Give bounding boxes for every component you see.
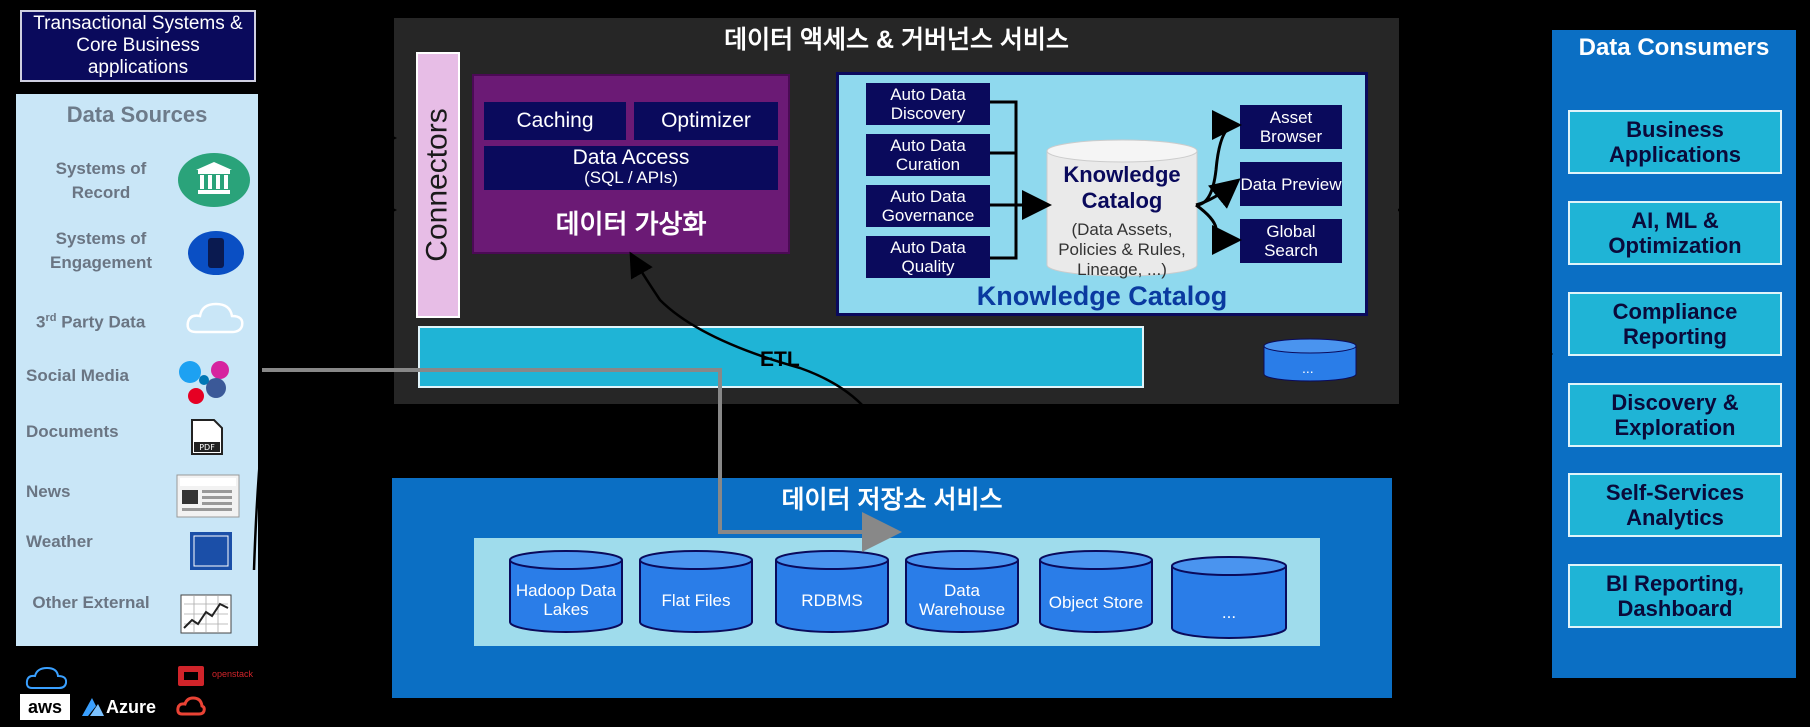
rdbms-label: RDBMS [801, 590, 863, 610]
data-storage-services-title: 데이터 저장소 서비스 [781, 486, 1003, 514]
data-warehouse-label: Data Warehouse [918, 581, 1006, 619]
flat-files-label: Flat Files [661, 590, 731, 610]
knowledge-catalog-footer: Knowledge Catalog [976, 280, 1228, 311]
connectors-box: Connectors [416, 52, 460, 318]
etl-bar: ETL [418, 326, 1144, 388]
caching-box: Caching [484, 102, 626, 140]
openstack-label: openstack [212, 669, 254, 679]
auto-data-quality: Auto Data Quality [866, 236, 990, 278]
svg-text:PDF: PDF [199, 443, 215, 452]
source-label-news: News [26, 482, 71, 501]
connectors-label: Connectors [421, 108, 455, 262]
arrow-external-to-connectors [252, 197, 397, 571]
line-graph-icon [180, 594, 232, 639]
data-access-label: Data Access [572, 146, 690, 169]
arrow-record-to-connectors [257, 125, 397, 198]
small-database-label: ... [1302, 360, 1314, 376]
hadoop-data-lakes-cylinder [508, 550, 624, 639]
object-store-cylinder [1038, 550, 1154, 639]
object-store-label: Object Store [1048, 592, 1144, 612]
small-database-icon [1262, 338, 1358, 389]
global-search-box: Global Search [1240, 219, 1342, 263]
data-virtualization-box: Caching Optimizer Data Access (SQL / API… [472, 74, 790, 254]
auto-data-discovery: Auto Data Discovery [866, 83, 990, 125]
consumer-ai-ml-optimization: AI, ML & Optimization [1568, 201, 1782, 265]
data-preview-box: Data Preview [1240, 162, 1342, 206]
knowledge-catalog-center-sub: (Data Assets, Policies & Rules, Lineage,… [1058, 220, 1186, 279]
data-consumers-title: Data Consumers [1578, 34, 1770, 61]
aws-label: aws [27, 696, 63, 717]
newspaper-icon [176, 474, 240, 523]
knowledge-catalog-box: Auto Data Discovery Auto Data Curation A… [836, 72, 1368, 316]
knowledge-catalog-center-title: Knowledge Catalog [1063, 162, 1181, 213]
azure-label: Azure [106, 697, 157, 717]
consumer-compliance-reporting: Compliance Reporting [1568, 292, 1782, 356]
etl-label: ETL [760, 348, 800, 371]
azure-logo [80, 696, 106, 723]
source-label-documents: Documents [26, 422, 119, 441]
source-label-systems-of-record: Systems of Record [55, 159, 147, 202]
source-label-other-external: Other External [32, 593, 150, 612]
arrow-storage-to-consumers [1393, 343, 1553, 588]
data-virtualization-title: 데이터 가상화 [555, 208, 707, 239]
cloud-icon [184, 298, 246, 343]
bank-icon [176, 152, 252, 213]
consumer-discovery-exploration: Discovery & Exploration [1568, 383, 1782, 447]
optimizer-box: Optimizer [634, 102, 778, 140]
source-label-social-media: Social Media [26, 366, 129, 385]
social-media-icon [176, 358, 236, 411]
data-warehouse-cylinder [904, 550, 1020, 639]
consumer-self-services-analytics: Self-Services Analytics [1568, 473, 1782, 537]
google-cloud-icon [176, 696, 206, 723]
aws-logo: aws [20, 694, 70, 720]
asset-browser-box: Asset Browser [1240, 105, 1342, 149]
arrow-access-to-consumers [1397, 208, 1553, 366]
auto-data-governance: Auto Data Governance [866, 185, 990, 227]
flat-files-cylinder [638, 550, 754, 639]
auto-data-curation: Auto Data Curation [866, 134, 990, 176]
more-storage-label: ... [1221, 602, 1237, 622]
openstack-logo [178, 664, 260, 693]
consumer-business-applications: Business Applications [1568, 110, 1782, 174]
data-access-sublabel: (SQL / APIs) [584, 168, 678, 187]
data-sources-title: Data Sources [66, 102, 208, 127]
knowledge-catalog-cylinder [1045, 139, 1199, 282]
data-access-box: Data Access (SQL / APIs) [484, 146, 778, 190]
pdf-icon: PDF [190, 418, 224, 461]
core-systems-box: Transactional Systems & Core Business ap… [20, 10, 256, 82]
mobile-phone-icon [186, 230, 246, 281]
weather-channel-icon [190, 532, 232, 575]
source-label-third-party: 3rd Party Data [36, 312, 146, 332]
source-label-weather: Weather [26, 532, 93, 551]
source-label-systems-of-engagement: Systems of Engagement [49, 229, 153, 272]
data-access-governance-title: 데이터 액세스 & 거버넌스 서비스 [724, 26, 1069, 54]
rdbms-cylinder [774, 550, 890, 639]
more-storage-cylinder [1170, 556, 1288, 645]
consumer-bi-reporting-dashboard: BI Reporting, Dashboard [1568, 564, 1782, 628]
ibm-cloud-icon [24, 664, 70, 697]
hadoop-data-lakes-label: Hadoop Data Lakes [515, 581, 617, 619]
core-systems-title: Transactional Systems & Core Business ap… [33, 13, 243, 78]
